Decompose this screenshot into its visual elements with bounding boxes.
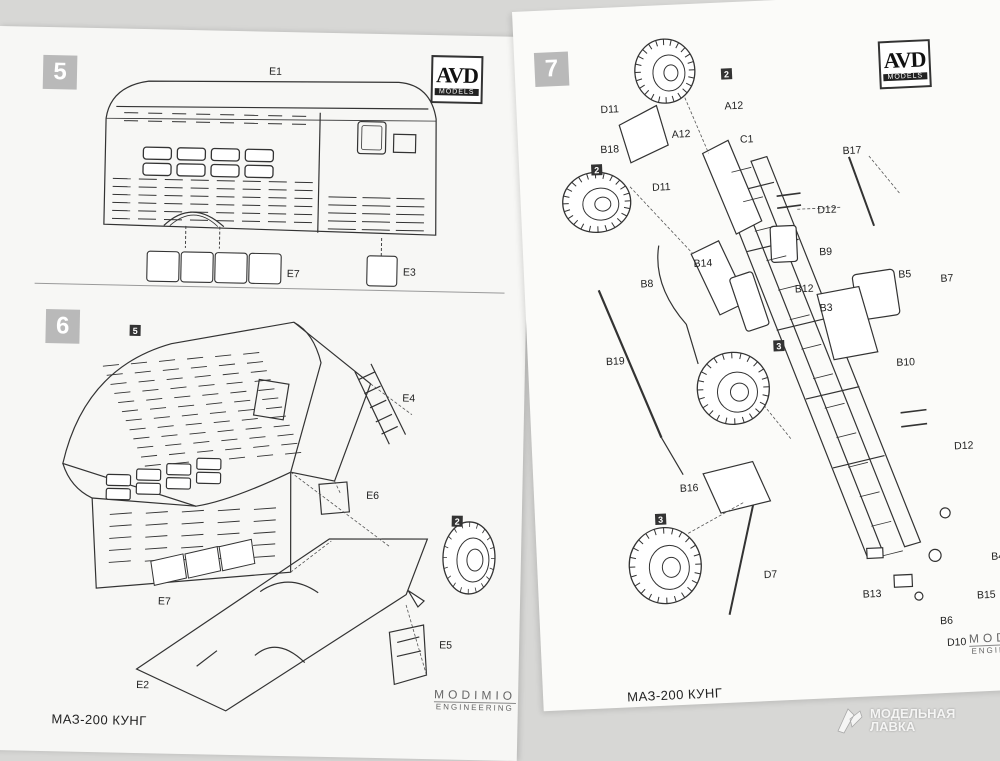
footer-title-left: МАЗ-200 КУНГ (51, 711, 147, 728)
right-page: 7 AVD MODELS (512, 0, 1000, 711)
label-b16: B16 (680, 482, 699, 495)
label-e4: E4 (402, 393, 415, 405)
label-a12-mid: A12 (671, 128, 690, 141)
label-b14: B14 (693, 257, 712, 270)
label-b15: B15 (977, 589, 996, 602)
label-b5: B5 (898, 268, 911, 281)
label-b4: B4 (991, 550, 1000, 563)
brand-line2: ENGINEERING (434, 701, 516, 713)
wheel-bottom-drawing (628, 526, 703, 605)
label-b19: B19 (606, 355, 625, 368)
brand-line1-right: MODIMIO (969, 628, 1000, 646)
label-e6: E6 (366, 490, 379, 502)
wheel-left-drawing (561, 171, 632, 234)
label-d11-mid: D11 (652, 181, 671, 194)
ref-wheel-left: 2 (591, 164, 602, 175)
label-b18: B18 (600, 143, 619, 156)
label-d7: D7 (764, 569, 778, 582)
modelnaya-lavka-watermark: МОДЕЛЬНАЯ ЛАВКА (834, 700, 994, 740)
modimio-engineering-brand: MODIMIO ENGINEERING (434, 687, 516, 713)
label-d11-top: D11 (600, 103, 619, 116)
wheel-ref-box-2: 2 (452, 516, 463, 527)
label-b6: B6 (940, 615, 953, 628)
label-b3: B3 (819, 302, 832, 315)
label-c1: C1 (740, 133, 754, 146)
wheel-drawing-step6 (442, 521, 495, 594)
label-b9: B9 (819, 246, 832, 259)
ref-wheel-mid: 3 (773, 340, 784, 351)
label-e7-bottom: E7 (158, 595, 171, 607)
lavka-logo-icon (834, 705, 864, 735)
label-d10: D10 (947, 636, 967, 649)
step-7-chassis-drawing (512, 0, 1000, 711)
wheel-top-drawing (633, 38, 696, 105)
label-b8: B8 (640, 278, 653, 291)
label-b13: B13 (863, 588, 882, 601)
label-b12: B12 (795, 283, 814, 296)
wheel-mid-drawing (696, 351, 771, 426)
step-6-assembly-drawing (0, 26, 532, 761)
label-b7: B7 (940, 272, 953, 285)
label-e2: E2 (136, 679, 149, 691)
label-d12-top: D12 (817, 203, 837, 216)
ref-wheel-top: 2 (721, 68, 732, 79)
label-e5: E5 (439, 639, 452, 651)
label-b10: B10 (896, 356, 915, 369)
watermark-line2: ЛАВКА (870, 720, 955, 733)
label-b17: B17 (842, 144, 861, 157)
brand-line1: MODIMIO (434, 687, 516, 703)
label-d12-bottom: D12 (954, 440, 974, 453)
left-page: 5 AVD MODELS (0, 26, 532, 761)
modimio-engineering-brand-right: MODIMIO ENGINEERING (969, 628, 1000, 656)
label-a12-top: A12 (724, 100, 743, 113)
ref-wheel-bottom: 3 (655, 514, 666, 525)
